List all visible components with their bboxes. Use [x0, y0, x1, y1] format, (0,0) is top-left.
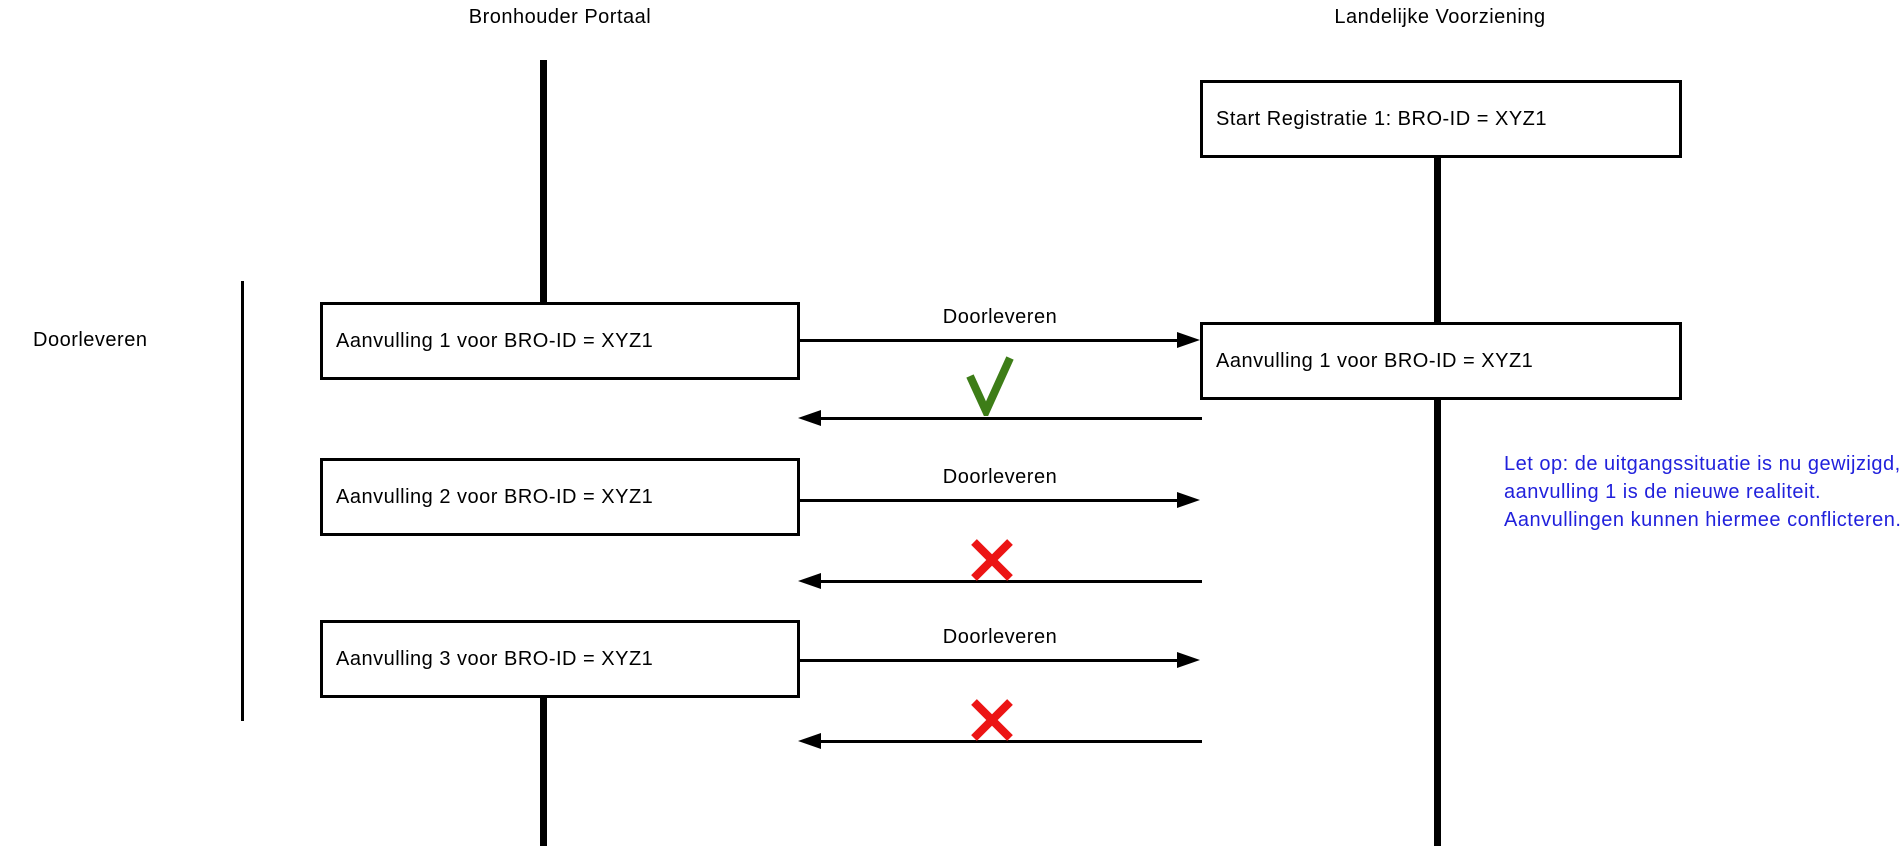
box-aanvulling-1-right: Aanvulling 1 voor BRO-ID = XYZ1	[1200, 322, 1682, 400]
message-2-forward-arrow-line	[800, 499, 1180, 502]
message-1-return-arrowhead-icon	[798, 410, 821, 426]
message-1-return-arrow-line	[820, 417, 1202, 420]
message-3-forward-arrowhead-icon	[1177, 652, 1200, 668]
note-text: Let op: de uitgangssituatie is nu gewijz…	[1504, 453, 1902, 531]
message-3-return-arrow-line	[820, 740, 1202, 743]
lifeline-bronhouder-lower	[540, 698, 547, 846]
box-aanvulling-1-left-label: Aanvulling 1 voor BRO-ID = XYZ1	[336, 329, 654, 352]
group-label-doorleveren: Doorleveren	[33, 329, 148, 351]
box-start-registratie-label: Start Registratie 1: BRO-ID = XYZ1	[1216, 107, 1547, 130]
message-1-forward-arrow-line	[800, 339, 1180, 342]
box-aanvulling-1-left: Aanvulling 1 voor BRO-ID = XYZ1	[320, 302, 800, 380]
message-2-arrow-label: Doorleveren	[942, 466, 1058, 488]
message-3-forward-arrow-line	[800, 659, 1180, 662]
failure-cross-icon	[971, 539, 1013, 581]
box-aanvulling-3-left: Aanvulling 3 voor BRO-ID = XYZ1	[320, 620, 800, 698]
box-aanvulling-2-left: Aanvulling 2 voor BRO-ID = XYZ1	[320, 458, 800, 536]
lifeline-bronhouder-upper	[540, 60, 547, 302]
message-3-return-arrowhead-icon	[798, 733, 821, 749]
message-1-forward-arrowhead-icon	[1177, 332, 1200, 348]
lifeline-title-bronhouder-portaal: Bronhouder Portaal	[468, 6, 652, 28]
lifeline-title-landelijke-voorziening: Landelijke Voorziening	[1334, 6, 1546, 28]
message-2-return-arrow-line	[820, 580, 1202, 583]
lifeline-landelijke-lower	[1434, 400, 1441, 846]
message-2-forward-arrowhead-icon	[1177, 492, 1200, 508]
failure-cross-icon	[971, 699, 1013, 741]
box-aanvulling-2-left-label: Aanvulling 2 voor BRO-ID = XYZ1	[336, 485, 654, 508]
message-1-arrow-label: Doorleveren	[942, 306, 1058, 328]
message-2-return-arrowhead-icon	[798, 573, 821, 589]
lifeline-landelijke-upper	[1434, 158, 1441, 322]
message-3-arrow-label: Doorleveren	[942, 626, 1058, 648]
box-aanvulling-1-right-label: Aanvulling 1 voor BRO-ID = XYZ1	[1216, 349, 1534, 372]
box-start-registratie: Start Registratie 1: BRO-ID = XYZ1	[1200, 80, 1682, 158]
success-checkmark-icon	[966, 356, 1014, 416]
group-bracket	[241, 281, 244, 721]
box-aanvulling-3-left-label: Aanvulling 3 voor BRO-ID = XYZ1	[336, 647, 654, 670]
